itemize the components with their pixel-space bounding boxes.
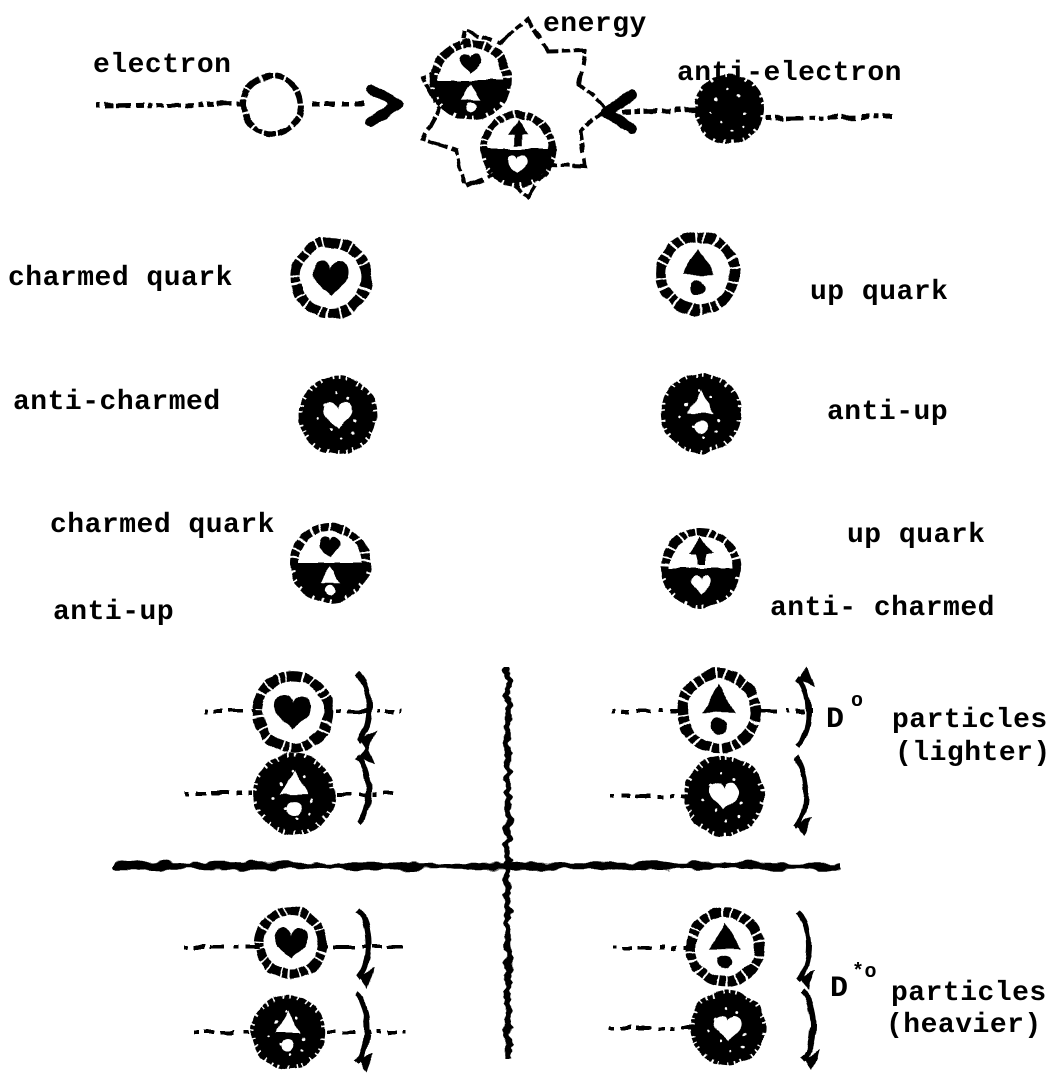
pair-right-top-label: up quark [847, 520, 985, 551]
up-anticharmed-pair-particle [665, 532, 737, 604]
spin-arrow-icon [356, 994, 374, 1073]
anti-up-particle [257, 757, 331, 831]
right-chevron-arrow-icon [371, 88, 397, 122]
up-quark-label: up quark [810, 277, 948, 308]
charmed-quark-label: charmed quark [8, 263, 233, 294]
dstar0-superscript: *o [852, 961, 877, 984]
spin-arrow-icon [795, 758, 813, 837]
anti-electron-particle filled-circle-icon [694, 74, 764, 144]
up-quark-particle triangle-dot-icon [661, 236, 734, 309]
axes-sketch [113, 668, 840, 1060]
d0-lighter-note: (lighter) [895, 738, 1051, 769]
spin-arrow-icon [798, 912, 816, 991]
burst-up-anticharmed-pair [484, 115, 552, 183]
spin-arrow-icon [357, 910, 375, 989]
electron-label: electron [93, 50, 231, 81]
dstar0-particles-label: particles [891, 978, 1047, 1009]
anti-charmed-particle [694, 994, 762, 1062]
charmed-quark-particle heart-icon [295, 242, 366, 313]
spin-arrow-icon [802, 992, 820, 1071]
anti-charmed-particle [688, 760, 761, 833]
up-quark-particle [682, 674, 756, 748]
charmed-antiup-pair-particle [294, 527, 366, 599]
energy-label: energy [543, 9, 647, 40]
collision-sketch [96, 16, 894, 200]
charmed-quark-particle [257, 676, 328, 747]
anti-charmed-label: anti-charmed [13, 387, 221, 418]
d0-particles-label: particles [892, 705, 1048, 736]
dstar0-symbol: D [830, 972, 849, 1006]
burst-charmed-antiup-pair [434, 43, 507, 116]
d0-symbol: D [826, 703, 845, 737]
pair-left-top-label: charmed quark [50, 510, 275, 541]
spin-arrow-icon [357, 745, 375, 824]
anti-charmed-particle [302, 379, 373, 450]
anti-up-particle [254, 998, 321, 1065]
charmed-quark-particle [259, 911, 322, 974]
pair-left-bottom-label: anti-up [53, 597, 174, 628]
pair-right-bottom-label: anti- charmed [770, 593, 995, 624]
anti-up-label: anti-up [827, 397, 948, 428]
up-quark-particle [690, 912, 759, 981]
quark-rows-sketch [294, 236, 737, 604]
spin-arrow-icon [797, 667, 815, 746]
anti-electron-beam-line [765, 114, 894, 122]
electron-particle open-circle-icon [240, 73, 304, 137]
quadrants-sketch [184, 667, 820, 1073]
anti-up-particle [665, 377, 738, 450]
anti-electron-arrow-shaft [620, 107, 697, 115]
electron-beam-line [96, 101, 241, 109]
anti-electron-label: anti-electron [677, 58, 902, 89]
d0-superscript: o [851, 690, 864, 713]
dstar0-heavier-note: (heavier) [886, 1010, 1042, 1041]
